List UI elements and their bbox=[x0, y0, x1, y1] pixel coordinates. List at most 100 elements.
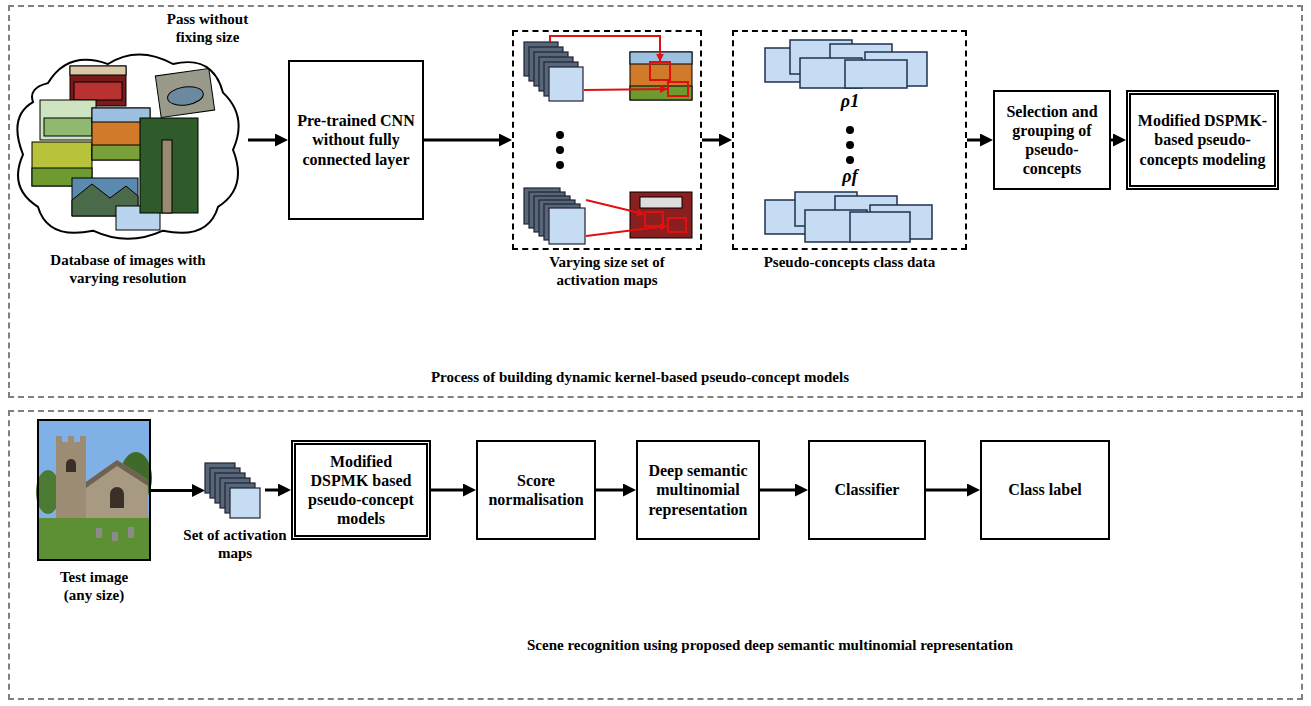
caption-label: Scene recognition using proposed deep se… bbox=[400, 636, 1140, 654]
activation-map-stack bbox=[205, 463, 260, 518]
activation-map-stack bbox=[524, 42, 585, 244]
test-photo bbox=[56, 442, 86, 520]
ellipsis-dots bbox=[556, 146, 564, 154]
scene-photo bbox=[32, 66, 215, 230]
ellipsis-dots bbox=[556, 131, 564, 139]
region-box bbox=[650, 62, 670, 80]
scene-photo bbox=[630, 192, 692, 238]
caption-label: Database of images with varying resoluti… bbox=[28, 251, 228, 287]
image-cloud: Database of images with varying resoluti… bbox=[8, 45, 248, 245]
test-photo bbox=[68, 436, 74, 442]
process-box: Selection and grouping of pseudo-concept… bbox=[993, 90, 1111, 190]
process-box: Classifier bbox=[808, 440, 926, 540]
box-label: Score normalisation bbox=[478, 471, 594, 509]
dashed-group: Varying size set of activation maps bbox=[512, 30, 702, 250]
flow-arrow bbox=[1111, 139, 1113, 142]
map-stack: Set of activation maps bbox=[205, 463, 265, 518]
region-arrow bbox=[550, 36, 660, 61]
flow-arrow bbox=[431, 489, 463, 492]
region-box bbox=[668, 82, 688, 96]
region-box bbox=[668, 218, 686, 232]
activation-map-stack bbox=[549, 208, 585, 244]
process-box: Deep semantic multinomial representation bbox=[636, 440, 760, 540]
flow-arrow bbox=[926, 489, 967, 492]
caption-label: Set of activation maps bbox=[173, 526, 298, 562]
flow-arrow bbox=[702, 139, 719, 142]
test-photo bbox=[66, 459, 76, 472]
caption-label: Varying size set of activation maps bbox=[527, 253, 687, 289]
scene-photo bbox=[74, 82, 122, 100]
test-photo bbox=[86, 460, 148, 488]
cloud-outline bbox=[17, 55, 238, 239]
region-arrow bbox=[586, 200, 644, 214]
symbol-label: ρf bbox=[825, 166, 875, 188]
ellipsis-dots bbox=[846, 141, 854, 149]
box-label: Pre-trained CNN without fully connected … bbox=[290, 111, 422, 169]
scene-photo bbox=[630, 52, 692, 238]
pseudo-concept-cluster bbox=[850, 212, 910, 242]
test-photo bbox=[80, 436, 86, 442]
region-box bbox=[645, 62, 688, 232]
process-box: Pre-trained CNN without fully connected … bbox=[288, 60, 424, 220]
test-photo bbox=[56, 436, 62, 442]
ellipsis-dots bbox=[556, 161, 564, 169]
symbol-label: ρ1 bbox=[825, 91, 875, 113]
box-label: Modified DSPMK based pseudo-concept mode… bbox=[296, 452, 426, 529]
model-box: Modified DSPMK based pseudo-concept mode… bbox=[291, 440, 431, 540]
box-label: Deep semantic multinomial representation bbox=[638, 461, 758, 519]
scene-photo bbox=[162, 140, 172, 213]
flow-arrow bbox=[150, 489, 192, 492]
model-box: Modified DSPMK-based pseudo-concepts mod… bbox=[1126, 90, 1279, 190]
flow-arrow bbox=[596, 489, 623, 492]
scene-photo bbox=[155, 68, 214, 117]
dashed-panel: Test image (any size) Set of activation m… bbox=[8, 410, 1303, 700]
scene-photo bbox=[155, 68, 214, 117]
region-arrow bbox=[550, 36, 667, 236]
flow-arrow bbox=[424, 139, 499, 142]
scene-photo bbox=[40, 100, 96, 140]
flow-arrow bbox=[248, 139, 275, 142]
box-label: Modified DSPMK-based pseudo-concepts mod… bbox=[1131, 111, 1274, 169]
scene-photo bbox=[70, 66, 126, 75]
ellipsis-dots bbox=[556, 126, 854, 169]
box-label: Selection and grouping of pseudo-concept… bbox=[995, 102, 1109, 179]
box-label: Classifier bbox=[831, 480, 904, 499]
test-photo bbox=[112, 532, 118, 541]
test-photo bbox=[38, 420, 150, 560]
ellipsis-dots bbox=[846, 126, 854, 134]
test-photo bbox=[38, 518, 150, 560]
cloud-outline bbox=[8, 45, 248, 245]
process-box: Class label bbox=[980, 440, 1110, 540]
image-thumbnail: Test image (any size) bbox=[38, 420, 150, 560]
flow-arrow bbox=[967, 139, 980, 142]
activation-map-stack bbox=[549, 67, 583, 101]
ellipsis-dots bbox=[846, 156, 854, 164]
test-photo bbox=[86, 460, 148, 522]
caption-label: Pseudo-concepts class data bbox=[732, 253, 967, 271]
scene-photo bbox=[166, 85, 204, 108]
test-photo bbox=[110, 487, 124, 508]
test-photo bbox=[128, 527, 134, 538]
flow-arrow bbox=[265, 489, 278, 492]
region-arrow bbox=[584, 89, 667, 90]
dashed-panel: Database of images with varying resoluti… bbox=[8, 5, 1303, 398]
test-photo bbox=[36, 420, 152, 560]
region-arrow bbox=[586, 226, 667, 236]
activation-map-stack bbox=[230, 488, 260, 518]
dashed-group: Pseudo-concepts class dataρ1ρf bbox=[732, 30, 967, 250]
pseudo-concept-cluster bbox=[845, 60, 907, 88]
box-label: Class label bbox=[1004, 480, 1085, 499]
caption-label: Test image (any size) bbox=[44, 568, 144, 604]
edge-label: Pass without fixing size bbox=[150, 10, 265, 46]
test-photo bbox=[96, 528, 102, 538]
caption-label: Process of building dynamic kernel-based… bbox=[290, 368, 990, 386]
pseudo-concept-cluster bbox=[765, 40, 932, 242]
scene-photo bbox=[44, 118, 92, 136]
scene-photo bbox=[640, 197, 682, 208]
flow-arrow bbox=[760, 489, 795, 492]
scene-photo bbox=[140, 118, 198, 213]
region-box bbox=[645, 212, 663, 226]
process-box: Score normalisation bbox=[476, 440, 596, 540]
